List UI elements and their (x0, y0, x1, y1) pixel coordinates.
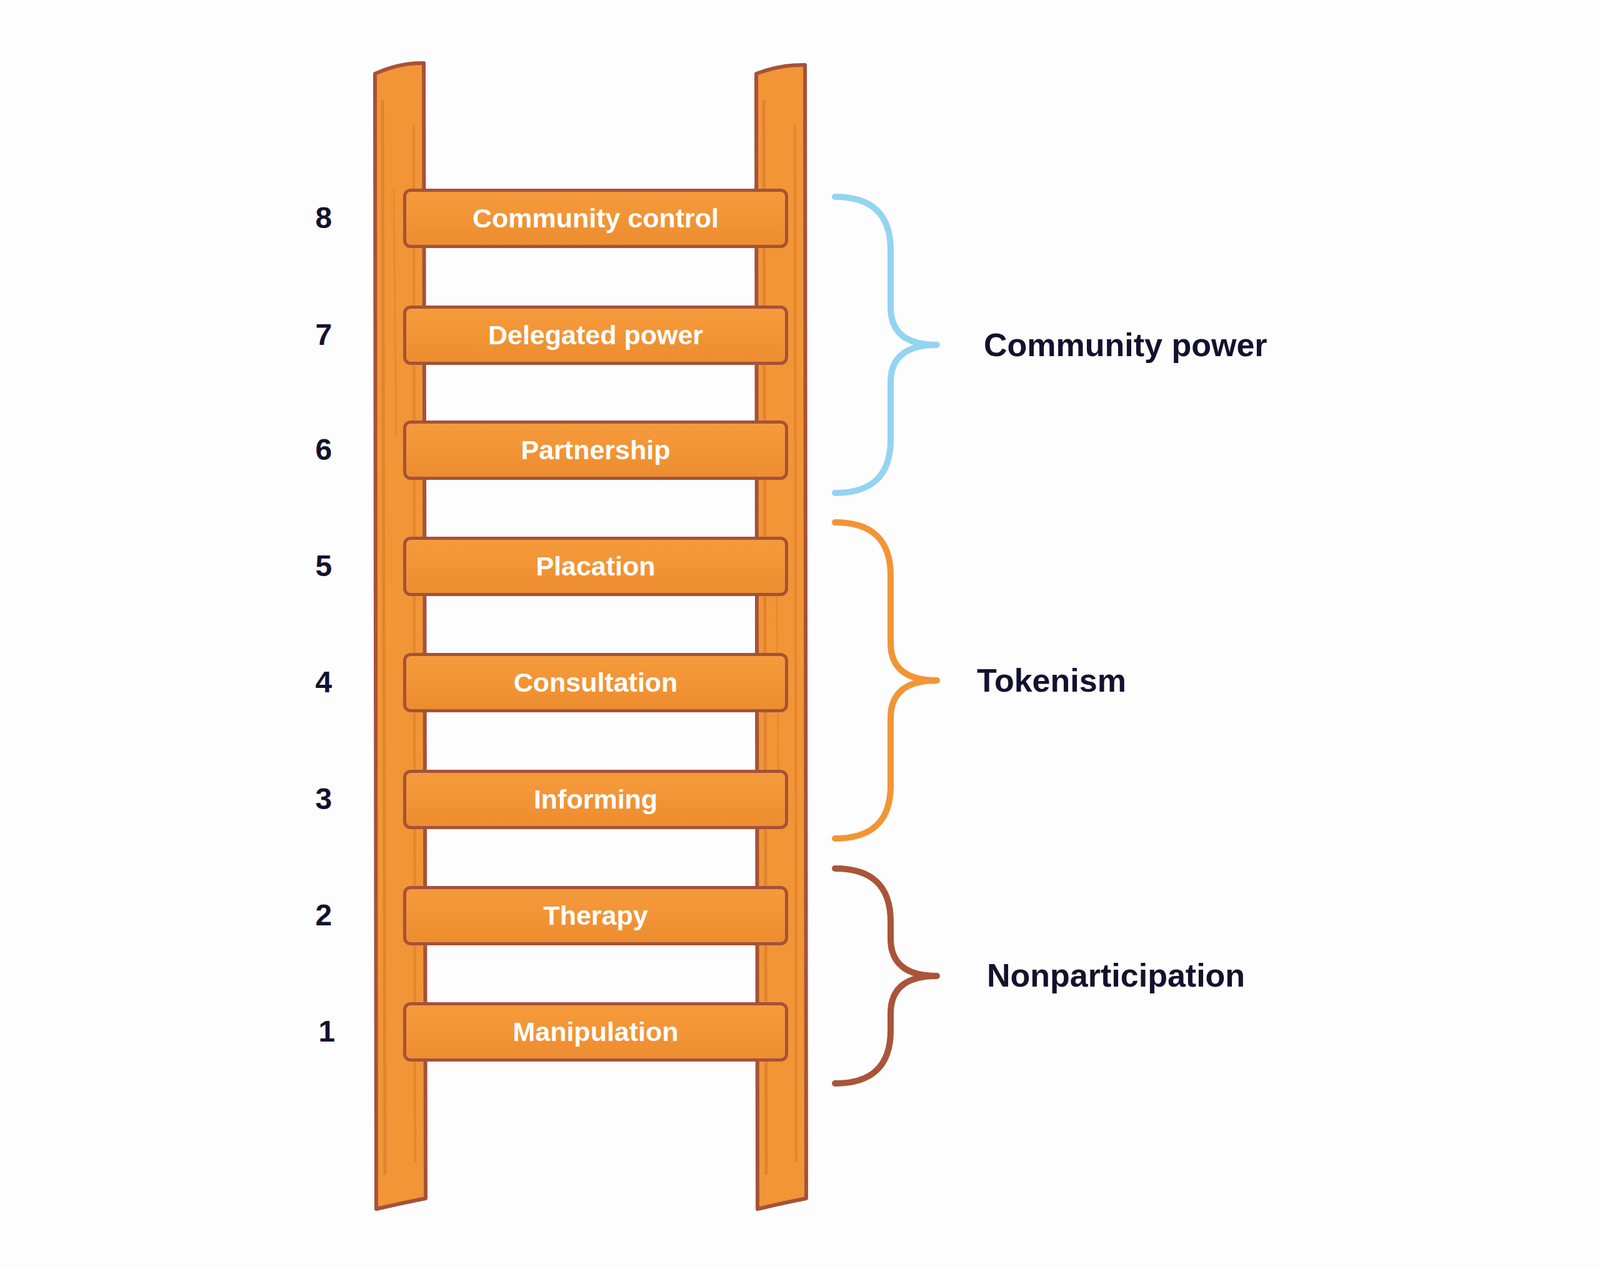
rung-label: Manipulation (512, 1018, 679, 1046)
group-bracket (835, 868, 937, 1084)
rung-label: Community control (472, 205, 719, 232)
group-bracket (835, 196, 937, 494)
ladder-rung: Consultation (403, 653, 789, 713)
rung-label: Partnership (521, 436, 671, 464)
rung-label: Therapy (543, 902, 648, 930)
ladder-rung: Therapy (403, 886, 789, 946)
rung-number: 2 (315, 900, 333, 931)
rung-number: 3 (315, 784, 333, 815)
ladder-rung: Informing (403, 770, 789, 830)
ladder-rung: Community control (403, 188, 789, 249)
ladder-rung: Manipulation (403, 1002, 789, 1062)
group-bracket (835, 522, 937, 839)
rung-number: 7 (315, 320, 333, 350)
rung-number: 8 (315, 203, 333, 234)
rung-label: Delegated power (488, 321, 704, 349)
rung-number: 1 (318, 1016, 336, 1047)
rung-label: Placation (535, 553, 655, 580)
group-label: Community power (983, 328, 1268, 362)
rung-number: 4 (315, 667, 333, 698)
ladder-rung: Placation (403, 536, 789, 597)
ladder-rung: Delegated power (403, 305, 789, 365)
group-label: Nonparticipation (986, 959, 1245, 992)
rung-label: Consultation (513, 669, 679, 697)
rung-number: 5 (315, 551, 333, 582)
ladder-rung: Partnership (403, 420, 789, 480)
group-label: Tokenism (976, 664, 1127, 697)
rung-number: 6 (315, 435, 333, 465)
rung-label: Informing (533, 786, 658, 814)
